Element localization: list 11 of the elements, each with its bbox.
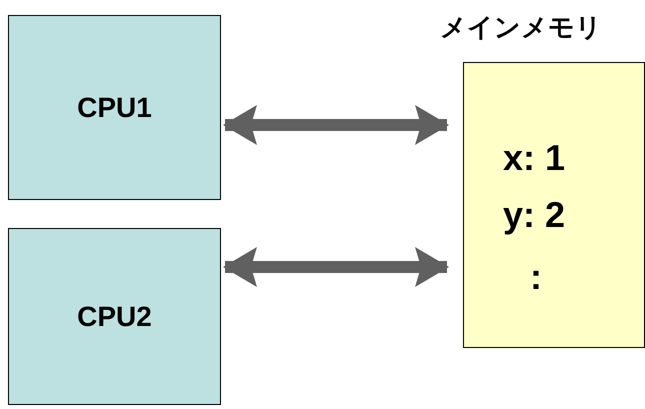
cpu-label: CPU1 bbox=[76, 92, 153, 124]
cpu-box bbox=[8, 228, 221, 405]
memory-entry: x: 1 bbox=[503, 137, 566, 179]
memory-entry: : bbox=[530, 256, 542, 298]
memory-entry: y: 2 bbox=[503, 194, 566, 236]
double-arrow bbox=[223, 105, 449, 145]
cpu-box bbox=[8, 15, 221, 200]
memory-box bbox=[463, 62, 645, 348]
cpu-label: CPU2 bbox=[76, 300, 153, 333]
heading: メインメモリ bbox=[440, 11, 602, 44]
double-arrow bbox=[223, 247, 449, 287]
